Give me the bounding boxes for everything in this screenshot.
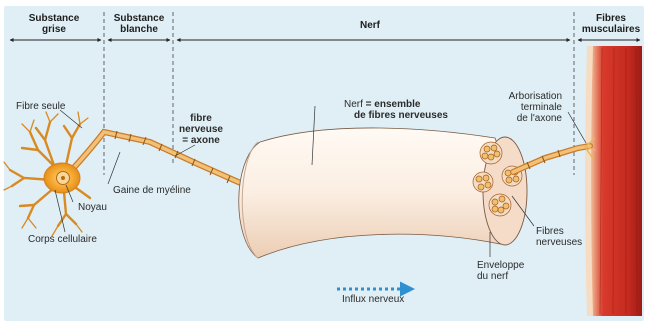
label-enveloppe-line1: Enveloppe <box>477 260 524 271</box>
header-substance-blanche-line2: blanche <box>106 24 172 35</box>
label-arborisation-line2: terminale <box>490 102 562 113</box>
label-fibre-nerveuse-line1: fibre <box>176 113 226 124</box>
label-fibre-nerveuse-line2: nerveuse <box>176 124 226 135</box>
label-fibre-nerveuse-line3: = axone <box>176 135 226 146</box>
header-fibres-musculaires-line2: musculaires <box>578 24 644 35</box>
header-fibres-musculaires: Fibres musculaires <box>578 13 644 35</box>
label-nerf-ensemble-line2: de fibres nerveuses <box>344 110 448 121</box>
label-fibres-nerveuses-line1: Fibres <box>536 226 582 237</box>
label-noyau: Noyau <box>78 202 107 213</box>
label-enveloppe: Enveloppe du nerf <box>477 260 524 282</box>
header-nerf: Nerf <box>340 20 400 31</box>
label-enveloppe-line2: du nerf <box>477 271 524 282</box>
label-fibres-nerveuses: Fibres nerveuses <box>536 226 582 248</box>
header-substance-grise-line2: grise <box>18 24 90 35</box>
header-substance-blanche: Substance blanche <box>106 13 172 35</box>
label-arborisation-line3: de l'axone <box>490 113 562 124</box>
neuron-cell <box>4 112 90 236</box>
header-substance-blanche-line1: Substance <box>106 13 172 24</box>
label-influx-nerveux: Influx nerveux <box>342 294 404 305</box>
muscle-fibres <box>588 46 642 316</box>
label-nerf-ensemble-rest: = ensemble <box>363 99 421 110</box>
label-arborisation-line1: Arborisation <box>490 91 562 102</box>
label-nerf-ensemble: Nerf = ensemble de fibres nerveuses <box>344 99 448 121</box>
label-fibre-seule: Fibre seule <box>16 101 65 112</box>
label-fibres-nerveuses-line2: nerveuses <box>536 237 582 248</box>
terminal-axon <box>513 138 596 172</box>
label-gaine-myeline: Gaine de myéline <box>113 185 191 196</box>
label-fibre-nerveuse: fibre nerveuse = axone <box>176 113 226 146</box>
header-substance-grise: Substance grise <box>18 13 90 35</box>
label-nerf-ensemble-line1: Nerf = ensemble <box>344 99 448 110</box>
label-arborisation: Arborisation terminale de l'axone <box>490 91 562 124</box>
header-substance-grise-line1: Substance <box>18 13 90 24</box>
label-corps-cellulaire: Corps cellulaire <box>28 234 97 245</box>
header-fibres-musculaires-line1: Fibres <box>578 13 644 24</box>
label-nerf-word: Nerf <box>344 99 363 110</box>
